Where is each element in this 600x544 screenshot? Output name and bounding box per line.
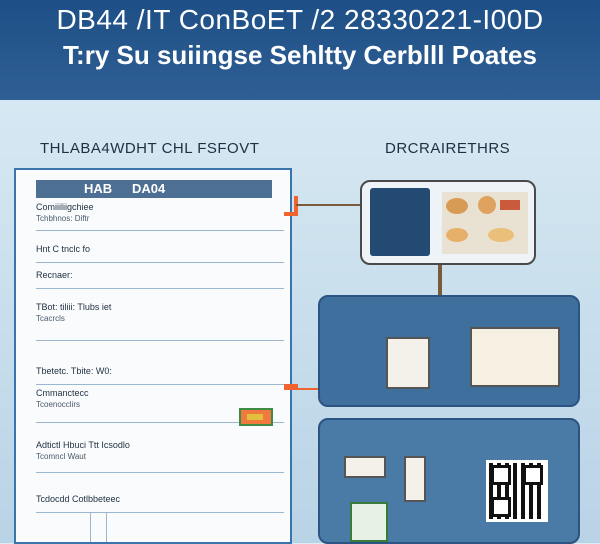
- top-monitor-panel: [360, 180, 536, 265]
- connector-line: [296, 388, 318, 390]
- right-section-title: DRCRAIRETHRS: [385, 140, 511, 157]
- document-row-label: Tcdocdd Cotlbbeteec: [36, 494, 121, 504]
- arrow-marker: [284, 196, 298, 216]
- divider: [36, 262, 284, 263]
- divider: [36, 422, 284, 423]
- table-column-line: [90, 512, 91, 542]
- document-row-sublabel: Tchbhnos: Diftr: [36, 214, 90, 223]
- document-row-label: Recnaer:: [36, 270, 73, 280]
- document-row-sublabel: Tcoenocclirs: [36, 400, 81, 409]
- connector-line: [296, 204, 360, 206]
- document-row-label: Comiiiliigchiee: [36, 202, 94, 212]
- connector-line: [438, 265, 442, 295]
- device-card: [344, 456, 386, 478]
- document-row-sublabel: Tcacrcls: [36, 314, 65, 323]
- document-row-label: Hnt C tnclc fo: [36, 244, 91, 254]
- divider: [36, 472, 284, 473]
- divider: [36, 288, 284, 289]
- divider: [36, 230, 284, 231]
- document-row-label: Cmmanctecc: [36, 388, 89, 398]
- chart-card: [386, 337, 430, 389]
- qr-code: [486, 460, 548, 522]
- map-card: [350, 502, 388, 542]
- document-row-sublabel: Tcomncl Waut: [36, 452, 86, 461]
- middle-diagram-panel: [318, 295, 580, 407]
- food-illustration: [442, 192, 528, 254]
- dashboard-card: [470, 327, 560, 387]
- document-row-label: Adtictl Hbuci Ttt Icsodlo: [36, 440, 130, 450]
- flag-badge: [239, 408, 273, 426]
- document-header-code: HAB: [84, 181, 113, 196]
- document-card: HAB DA04 Comiiiliigchiee Tchbhnos: Diftr…: [14, 168, 292, 544]
- document-row-label: Tbetetc. Tbite: W0:: [36, 366, 112, 376]
- header-title-line2: T:ry Su suiingse Sehltty Cerblll Poates: [63, 40, 537, 70]
- left-section-title: THLABA4WDHT CHL FSFOVT: [40, 140, 260, 157]
- document-header-bar: HAB DA04: [36, 180, 272, 198]
- arrow-marker: [284, 384, 298, 390]
- divider: [36, 340, 284, 341]
- header-title-line1: DB44 /IT ConBoET /2 28330221-I00D: [56, 4, 544, 35]
- list-card: [404, 456, 426, 502]
- table-column-line: [106, 512, 107, 542]
- document-row-label: TBot: tiliii: Tlubs iet: [36, 302, 112, 312]
- monitor-screen: [370, 188, 430, 256]
- page-header: DB44 /IT ConBoET /2 28330221-I00D T:ry S…: [0, 0, 600, 100]
- divider: [36, 512, 284, 513]
- bottom-diagram-panel: [318, 418, 580, 544]
- divider: [36, 384, 284, 385]
- document-header-id: DA04: [132, 181, 166, 196]
